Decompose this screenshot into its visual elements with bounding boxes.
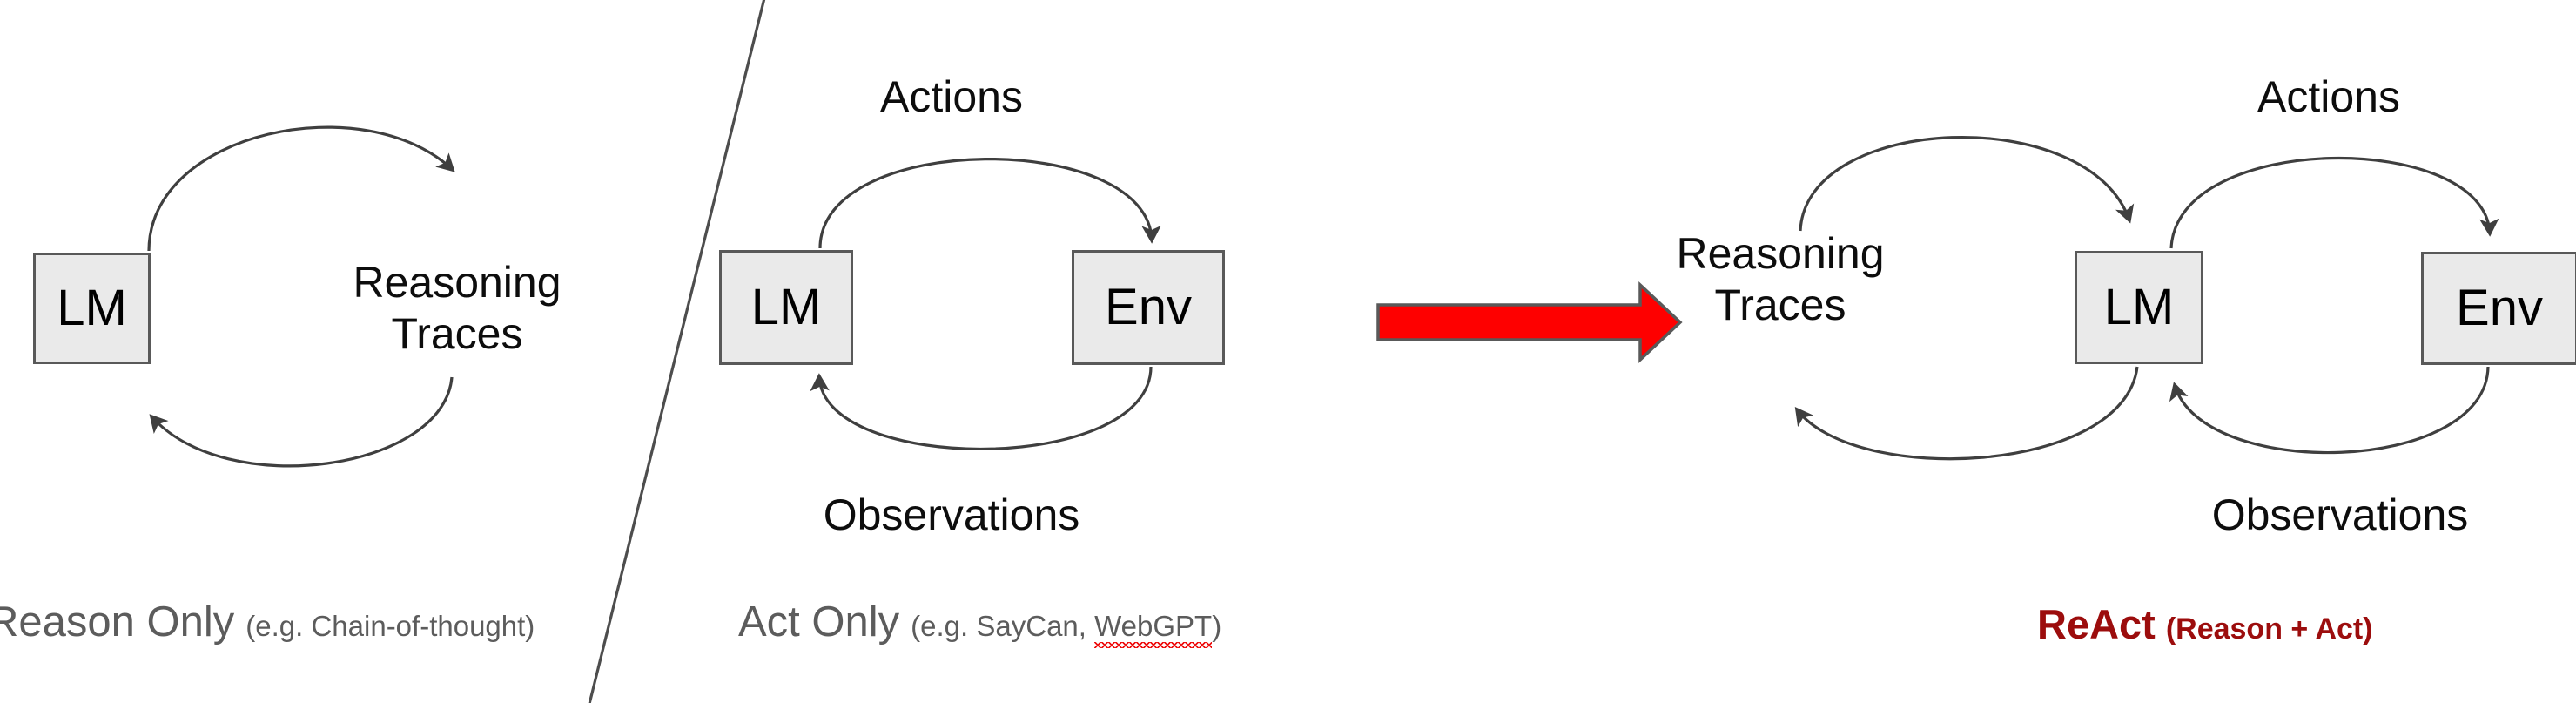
- edge-label-line2: Traces: [1714, 281, 1846, 329]
- node-label-lm: LM: [750, 279, 822, 335]
- caption-sub-misspelled-word: WebGPT: [1094, 610, 1213, 648]
- panel-act-only-node-lm: LM: [719, 250, 853, 365]
- node-label-lm: LM: [57, 280, 127, 336]
- caption-reason-only: Reason Only (e.g. Chain-of-thought): [0, 601, 535, 644]
- arc-react-reasoning-back: [1794, 366, 2139, 461]
- panel-react-label-actions: Actions: [2203, 71, 2455, 123]
- panel-act-only-label-actions: Actions: [825, 71, 1078, 123]
- edge-label-line1: Observations: [823, 490, 1080, 539]
- panel-act-only-node-env: Env: [1072, 250, 1225, 365]
- panel-react-node-env: Env: [2421, 252, 2576, 365]
- node-label-env: Env: [2456, 280, 2543, 336]
- caption-sub-text: (Reason + Act): [2165, 612, 2373, 646]
- arc-observations-env-to-lm: [810, 366, 1153, 450]
- caption-sub-text: (e.g. Chain-of-thought): [245, 610, 535, 642]
- node-label-env: Env: [1105, 279, 1192, 335]
- edge-label-line1: Actions: [880, 72, 1023, 121]
- arc-actions-lm-to-env: [818, 158, 1161, 249]
- arc-lm-to-reasoning-traces: [147, 125, 455, 252]
- caption-main-text: ReAct: [2037, 601, 2156, 647]
- panel-react-node-lm: LM: [2075, 251, 2203, 364]
- arc-react-actions-lm-to-env: [2169, 156, 2499, 249]
- panel-act-only-label-observations: Observations: [799, 490, 1104, 541]
- red-right-arrow: [1376, 281, 1683, 364]
- caption-sub-suffix: ): [1212, 610, 1222, 642]
- panel-reason-only-arcs: [147, 125, 455, 468]
- node-label-lm: LM: [2103, 279, 2175, 335]
- caption-main-text: Act Only: [738, 598, 900, 646]
- edge-label-line1: Actions: [2257, 72, 2400, 121]
- caption-sub-prefix: (e.g. SayCan,: [911, 610, 1095, 642]
- edge-label-line2: Traces: [391, 309, 523, 358]
- panel-reason-only-label-reasoning-traces: Reasoning Traces: [331, 257, 583, 360]
- edge-label-line1: Reasoning: [353, 258, 562, 307]
- panel-react-arcs: [1794, 135, 2499, 461]
- edge-label-line1: Observations: [2211, 490, 2469, 539]
- panel-divider-line: [588, 0, 766, 703]
- panel-act-only-arcs: [810, 158, 1161, 450]
- arc-reasoning-traces-to-lm: [149, 376, 454, 468]
- panel-react-label-observations: Observations: [2188, 490, 2492, 541]
- panel-react-label-reasoning-traces: Reasoning Traces: [1654, 228, 1907, 331]
- caption-main-text: Reason Only: [0, 598, 235, 646]
- caption-act-only: Act Only (e.g. SayCan, WebGPT): [738, 598, 1222, 648]
- edge-label-line1: Reasoning: [1676, 229, 1885, 278]
- arc-react-observations-env-to-lm: [2169, 366, 2490, 455]
- panel-reason-only-node-lm: LM: [33, 253, 151, 364]
- arc-react-reasoning-out: [1799, 135, 2135, 232]
- caption-react: ReAct (Reason + Act): [2037, 604, 2373, 645]
